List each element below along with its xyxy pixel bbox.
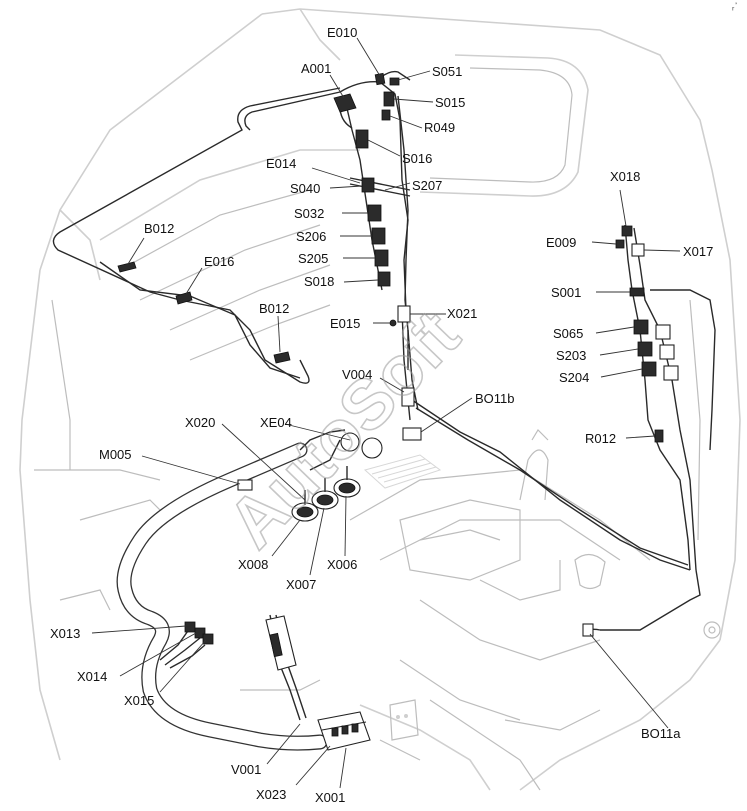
- label-s207: S207: [412, 178, 442, 193]
- label-a001: A001: [301, 61, 331, 76]
- label-e015: E015: [330, 316, 360, 331]
- label-e009: E009: [546, 235, 576, 250]
- label-b012-mid: B012: [259, 301, 289, 316]
- label-s040: S040: [290, 181, 320, 196]
- label-s018: S018: [304, 274, 334, 289]
- label-b012-top: B012: [144, 221, 174, 236]
- label-s065: S065: [553, 326, 583, 341]
- label-x001: X001: [315, 790, 345, 805]
- label-xe04: XE04: [260, 415, 292, 430]
- label-s205: S205: [298, 251, 328, 266]
- label-x006: X006: [327, 557, 357, 572]
- label-x013: X013: [50, 626, 80, 641]
- label-s032: S032: [294, 206, 324, 221]
- label-s203: S203: [556, 348, 586, 363]
- label-x017: X017: [683, 244, 713, 259]
- label-x007: X007: [286, 577, 316, 592]
- leader-lines: [91, 37, 681, 789]
- label-m005: M005: [99, 447, 132, 462]
- label-s206: S206: [296, 229, 326, 244]
- label-s204: S204: [559, 370, 589, 385]
- label-bo11a: BO11a: [641, 726, 681, 741]
- label-bo11b: BO11b: [475, 391, 515, 406]
- label-v004: V004: [342, 367, 372, 382]
- label-e014: E014: [266, 156, 296, 171]
- label-s001: S001: [551, 285, 581, 300]
- label-x008: X008: [238, 557, 268, 572]
- label-r012: R012: [585, 431, 616, 446]
- corner-mark: ᵣ᾿: [732, 2, 738, 13]
- label-x015: X015: [124, 693, 154, 708]
- label-x021: X021: [447, 306, 477, 321]
- label-r049: R049: [424, 120, 455, 135]
- label-s051: S051: [432, 64, 462, 79]
- label-v001: V001: [231, 762, 261, 777]
- label-e016: E016: [204, 254, 234, 269]
- label-s015: S015: [435, 95, 465, 110]
- label-e010: E010: [327, 25, 357, 40]
- watermark: AutoSoft: [213, 296, 474, 563]
- label-x014: X014: [77, 669, 107, 684]
- label-x018: X018: [610, 169, 640, 184]
- wire-harness: [52, 70, 716, 751]
- connectors: [117, 72, 679, 751]
- label-x023: X023: [256, 787, 286, 802]
- label-s016: S016: [402, 151, 432, 166]
- label-x020: X020: [185, 415, 215, 430]
- component-labels: E010 S051 A001 S015 R049 S016 E014 S207 …: [50, 25, 713, 805]
